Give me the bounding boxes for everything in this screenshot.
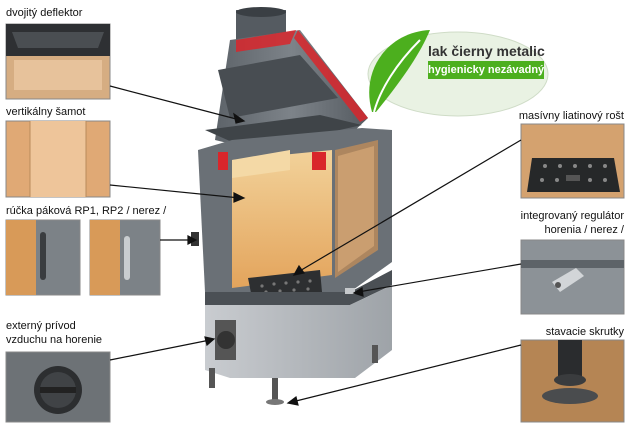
thumb-screws	[520, 339, 625, 423]
label-adjusting-screws: stavacie skrutky	[545, 326, 624, 338]
label-external-air-1: externý prívod	[6, 320, 76, 332]
label-regulator-2: horenia / nerez /	[544, 224, 625, 236]
thumb-external-air	[5, 351, 111, 423]
label-regulator-1: integrovaný regulátor	[520, 210, 624, 222]
thumb-grate	[520, 123, 625, 199]
leader-lines	[109, 85, 522, 406]
label-lever-handle: rúčka páková RP1, RP2 / nerez /	[6, 205, 167, 217]
label-dual-deflector: dvojitý deflektor	[6, 7, 83, 19]
thumb-deflector	[5, 23, 111, 100]
thumb-handle-rp1	[5, 219, 81, 296]
thumb-chamotte	[5, 120, 111, 198]
badge-title: lak čierny metalic	[428, 43, 545, 59]
label-vertical-chamotte: vertikálny šamot	[6, 106, 86, 118]
label-cast-iron-grate: masívny liatinový rošt	[518, 110, 624, 122]
thumb-regulator	[520, 239, 625, 315]
thumb-handle-rp2	[89, 219, 161, 296]
label-external-air-2: vzduchu na horenie	[6, 334, 103, 346]
stove	[191, 7, 392, 405]
badge-subtitle: hygienicky nezávadný	[428, 61, 544, 79]
